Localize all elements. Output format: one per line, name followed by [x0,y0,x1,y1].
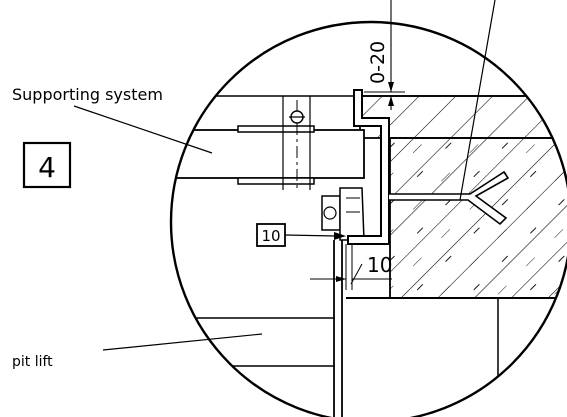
detail-content [171,89,567,417]
pit-lift-label: pit lift [12,354,53,370]
dimension-gap-label: 0-20 [367,41,389,84]
dimension-0-20: 0-20 [364,0,405,110]
callout-number: 10 [261,227,280,245]
section-number: 4 [38,151,56,184]
dimension-offset-label: 10 [367,253,392,277]
supporting-system-label: Supporting system [12,85,163,104]
pit-lift-structure [171,240,343,417]
detail-circle [169,20,567,417]
sheet-profile [347,89,390,245]
supporting-beam [171,129,365,179]
anchor [389,170,510,226]
guide-shoe [321,187,365,241]
section-number-box [22,141,72,189]
